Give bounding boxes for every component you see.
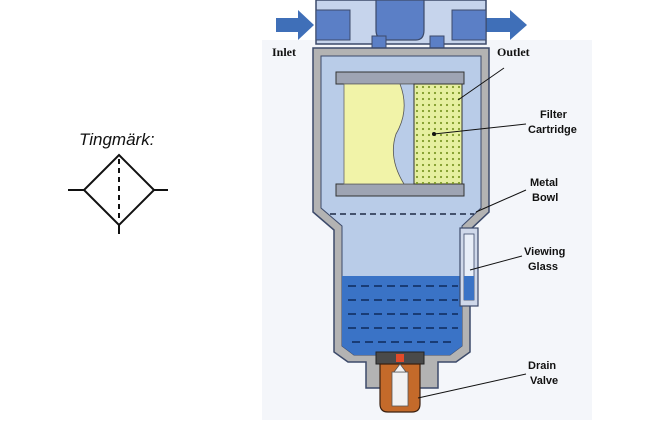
filter-cross-section: Inlet Outlet Filter Cartridge Metal Bowl… bbox=[262, 0, 592, 420]
collected-liquid bbox=[342, 276, 462, 355]
symbol-title: Tingmärk: bbox=[79, 130, 155, 149]
outlet-label: Outlet bbox=[497, 45, 530, 59]
callout-viewing-glass: Viewing Glass bbox=[524, 246, 565, 273]
filter-symbol: Tingmärk: bbox=[68, 130, 168, 234]
callout-filter-cartridge-line2: Cartridge bbox=[528, 124, 577, 136]
callout-metal-bowl: Metal Bowl bbox=[530, 177, 558, 204]
outlet-arrow bbox=[486, 10, 527, 40]
filter-cartridge bbox=[335, 71, 465, 197]
callout-viewing-glass-line1: Viewing bbox=[524, 246, 565, 258]
callout-drain-valve-line1: Drain bbox=[528, 360, 556, 372]
drain-valve bbox=[375, 351, 425, 413]
callout-metal-bowl-line1: Metal bbox=[530, 177, 558, 189]
leader-lines bbox=[417, 67, 527, 399]
viewing-glass bbox=[459, 227, 479, 307]
callout-drain-valve-line2: Valve bbox=[530, 375, 558, 387]
callout-metal-bowl-line2: Bowl bbox=[532, 192, 558, 204]
liquid-dashes bbox=[348, 285, 458, 343]
inlet-label: Inlet bbox=[272, 45, 296, 59]
cartridge-pointer-dot bbox=[432, 132, 436, 136]
callout-viewing-glass-line2: Glass bbox=[528, 261, 558, 273]
callout-filter-cartridge: Filter Cartridge bbox=[528, 109, 577, 136]
filter-symbol-icon bbox=[68, 153, 168, 234]
inlet-arrow bbox=[276, 10, 314, 40]
callout-drain-valve: Drain Valve bbox=[528, 360, 558, 387]
callout-filter-cartridge-line1: Filter bbox=[540, 109, 568, 121]
